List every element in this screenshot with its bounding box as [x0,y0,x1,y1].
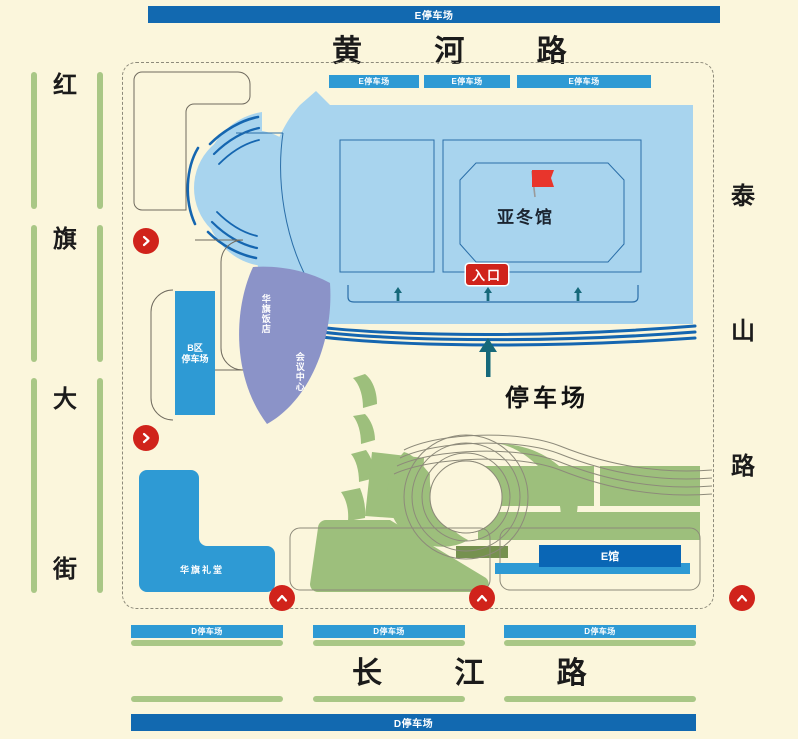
parking-area-label: 停车场 [505,385,589,412]
top-parking-slot-label: E停车场 [568,77,600,86]
west-street-strip [97,72,103,209]
chevron-up-icon [476,594,488,602]
entrance-arrows [394,287,582,301]
venue-plaza-west-circle [194,130,310,246]
road-name-east-char: 山 [731,318,755,345]
chevron-up-icon [276,594,288,602]
top-parking-banner: E停车场 [148,6,720,23]
west-street-strip [97,378,103,593]
chevron-up-icon [736,594,748,602]
road-name-east-char: 泰 [731,183,755,210]
plaza-inner-curve [280,132,313,289]
bzone-building-outline-2 [150,289,174,421]
top-parking-slot: E停车场 [424,75,510,88]
direction-marker-south-left[interactable] [269,585,295,611]
auditorium-shape [139,470,275,592]
venue-block-main [442,139,642,273]
road-name-west-char: 旗 [53,226,77,253]
bottom-parking-slot-label: D停车场 [584,627,616,636]
direction-marker-south-center[interactable] [469,585,495,611]
main-hall-footprint [459,162,625,263]
roundabout-center-ring [429,460,503,534]
bzone-parking-label: B区 停车场 [181,343,209,365]
south-street-strip [504,640,696,646]
auditorium-label: 华旗礼堂 [179,565,224,575]
direction-marker-west-lower[interactable] [133,425,159,451]
road-name-west-char: 红 [53,72,77,99]
south-enclosures [289,527,701,591]
bottom-parking-slot: D停车场 [313,625,465,638]
site-boundary [122,62,714,609]
bottom-parking-banner: D停车场 [131,714,696,731]
hotel-label: 华旗饭店 [260,294,271,334]
south-street-strip [313,696,465,702]
building-outline-northwest [133,71,251,211]
west-street-strip [97,225,103,362]
top-parking-slot-label: E停车场 [451,77,483,86]
flag-icon [531,170,554,198]
chevron-right-icon [142,432,150,444]
west-street-strip [31,378,37,593]
west-street-strip [31,225,37,362]
road-name-west-char: 街 [53,556,77,583]
venue-block-west [339,139,435,273]
top-parking-slot-label: E停车场 [358,77,390,86]
decor-arcs-west [186,115,261,260]
main-hall-label: 亚冬馆 [497,208,554,227]
south-street-strip [313,640,465,646]
bottom-parking-slot-label: D停车场 [373,627,405,636]
bzone-parking-rect [175,291,215,415]
road-name-south: 长 江 路 [352,657,619,690]
roundabout-center [430,461,502,533]
direction-marker-south-right[interactable] [729,585,755,611]
direction-marker-west-upper[interactable] [133,228,159,254]
venue-plaza-fill [257,91,693,324]
top-parking-slot: E停车场 [517,75,651,88]
road-name-west-char: 大 [53,386,77,413]
ehall-base-band [495,563,690,574]
top-parking-slot: E停车场 [329,75,419,88]
parking-direction-arrow [479,338,497,377]
ehall-label: E馆 [539,545,681,567]
bottom-parking-slot: D停车场 [131,625,283,638]
entrance-label: 入口 [466,264,509,285]
south-street-strip [131,640,283,646]
chevron-right-icon [142,235,150,247]
bottom-parking-slot-label: D停车场 [191,627,223,636]
top-parking-banner-label: E停车场 [414,11,454,22]
west-street-strip [31,72,37,209]
bzone-building-outline [195,239,244,371]
road-name-east-char: 路 [731,453,755,480]
bottom-parking-slot: D停车场 [504,625,696,638]
sweep-roads [393,434,713,496]
hotel-conference-shape [239,266,331,424]
bottom-parking-banner-label: D停车场 [393,719,434,730]
south-street-strip [504,696,696,702]
south-street-strip [131,696,283,702]
conference-center-label: 会议中心 [294,352,305,392]
